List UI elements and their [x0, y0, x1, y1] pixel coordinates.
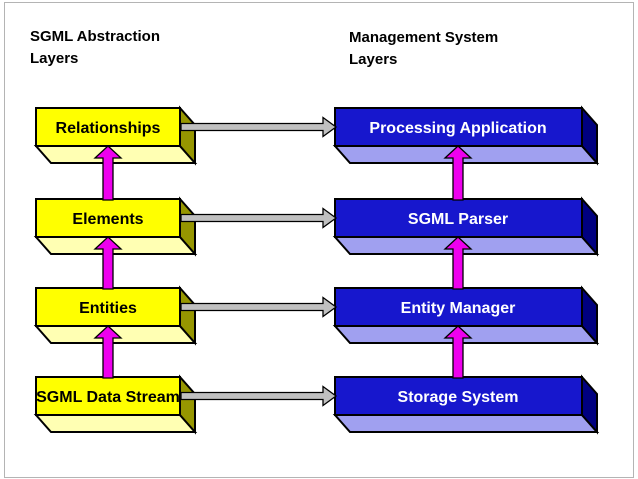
box-sgml-data-stream — [33, 374, 198, 435]
box-relationships — [33, 105, 198, 166]
box-sgml-parser-label: SGML Parser — [408, 211, 508, 228]
arrow-storage-system-to-entity-manager — [443, 325, 473, 379]
arrow-sgml-data-stream-to-entities — [93, 325, 123, 379]
arrow-sgml-parser-to-processing-application — [443, 145, 473, 201]
box-entity-manager-label: Entity Manager — [401, 300, 516, 317]
box-sgml-parser — [332, 196, 600, 257]
box-storage-system — [332, 374, 600, 435]
arrow-sgml-data-stream-to-storage-system — [180, 385, 338, 407]
box-processing-application-front-face — [334, 107, 583, 147]
box-storage-system-front-face — [334, 376, 583, 416]
box-relationships-label: Relationships — [56, 120, 161, 137]
box-entities-label: Entities — [79, 300, 137, 317]
box-sgml-data-stream-bottom-face — [33, 414, 198, 433]
box-relationships-front-face — [35, 107, 181, 147]
page-frame — [4, 2, 634, 478]
arrow-entities-to-elements — [93, 236, 123, 290]
left-column-header-line1: SGML Abstraction — [30, 28, 160, 45]
box-sgml-data-stream-front-face — [35, 376, 181, 416]
box-entity-manager-front-face — [334, 287, 583, 327]
box-processing-application-label: Processing Application — [369, 120, 546, 137]
arrow-entities-to-entity-manager — [180, 296, 338, 318]
box-sgml-data-stream-label: SGML Data Stream — [36, 389, 180, 406]
box-elements-label: Elements — [72, 211, 143, 228]
right-column-header-line2: Layers — [349, 51, 397, 68]
arrow-entity-manager-to-sgml-parser — [443, 236, 473, 290]
left-column-header-line2: Layers — [30, 50, 78, 67]
arrow-elements-to-relationships — [93, 145, 123, 201]
box-storage-system-label: Storage System — [398, 389, 519, 406]
arrow-relationships-to-processing-application — [180, 116, 338, 138]
right-column-header-line1: Management System — [349, 29, 498, 46]
box-entities — [33, 285, 198, 346]
box-storage-system-bottom-face — [332, 414, 600, 433]
arrow-elements-to-sgml-parser — [180, 207, 338, 229]
